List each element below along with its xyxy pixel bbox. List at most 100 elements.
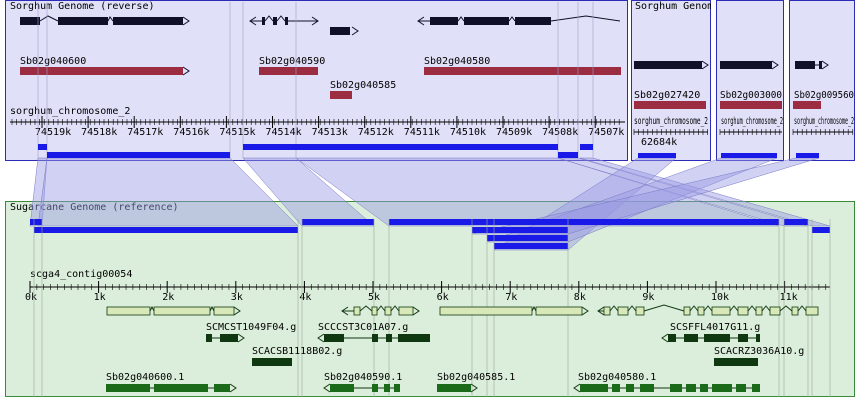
- gene-model-block: [612, 384, 620, 392]
- tick-label: 11k: [780, 292, 798, 303]
- est-block: [668, 334, 676, 342]
- gene-block: [58, 17, 108, 25]
- est-block: [711, 306, 731, 316]
- chromosome-label: sorghum_chromosome_2: [634, 116, 708, 127]
- est-block: [372, 334, 378, 342]
- est-label: SCMCST1049F04.g: [206, 322, 296, 333]
- est-block: [106, 306, 151, 316]
- est-block: [398, 306, 414, 316]
- est-block: [252, 358, 292, 366]
- gene-model-block: [214, 384, 230, 392]
- contig-label: scga4_contig00054: [30, 269, 132, 280]
- tick-label: 74511k: [404, 127, 440, 138]
- tick-label: 7k: [505, 292, 517, 303]
- match-block: [638, 153, 676, 158]
- tick-label: 74517k: [127, 127, 163, 138]
- gene-model-block: [752, 384, 760, 392]
- tick-label: 3k: [231, 292, 243, 303]
- match-block: [812, 227, 830, 233]
- match-block: [302, 219, 374, 225]
- gene-label: Sb02g040590: [259, 56, 325, 67]
- sorghum-small-panels: Sb02g027420 sorghum_chromosome_2 62684k …: [634, 60, 854, 158]
- match-block: [389, 219, 779, 225]
- gene-block: [20, 17, 40, 25]
- gene-model-block: [686, 384, 696, 392]
- gene-model-block: [106, 384, 150, 392]
- gene-model-block: [736, 384, 746, 392]
- sorghum-match-blocks: [38, 144, 593, 158]
- gene-block: [720, 61, 772, 69]
- match-block: [47, 152, 230, 158]
- match-block: [472, 227, 568, 233]
- gene-block: [819, 61, 822, 69]
- sorghum-panel-title: Sorghum Genome (reverse): [10, 1, 155, 12]
- match-block: [487, 235, 568, 241]
- gene-model-block: [394, 384, 400, 392]
- est-block: [153, 306, 211, 316]
- est-block: [635, 306, 645, 316]
- est-block: [535, 306, 583, 316]
- gene-model-label: Sb02g040590.1: [324, 372, 402, 383]
- est-block: [371, 306, 378, 316]
- gene-model-sb02g009560: [793, 101, 821, 109]
- gene-model-sb02g040580: [424, 67, 621, 75]
- gene-label: Sb02g040585: [330, 80, 396, 91]
- gene-block: [262, 17, 265, 25]
- sorghum-panel-2-title: Sorghum Genome: [635, 1, 711, 12]
- est-block: [697, 306, 705, 316]
- gene-model-block: [330, 384, 354, 392]
- est-block: [769, 306, 781, 316]
- gene-block: [285, 17, 288, 25]
- tick-label: 74514k: [266, 127, 302, 138]
- gene-model-sb02g003000: [720, 101, 782, 109]
- gene-label: Sb02g027420: [634, 90, 700, 101]
- tick-label: 4k: [299, 292, 311, 303]
- est-block: [213, 306, 235, 316]
- match-block: [30, 219, 42, 225]
- match-block: [796, 153, 819, 158]
- est-block: [384, 306, 392, 316]
- gene-model-block: [580, 384, 608, 392]
- sorghum-panel-3: [716, 0, 784, 161]
- gene-model-block: [670, 384, 682, 392]
- gene-block: [515, 17, 551, 25]
- est-block: [683, 306, 691, 316]
- gene-model-label: Sb02g040580.1: [578, 372, 656, 383]
- tick-label: 62684k: [641, 137, 677, 148]
- est-tracks: SCMCST1049F04.g SCCCST3C01A07.g SCSFFL40…: [106, 304, 819, 366]
- gene-model-label: Sb02g040600.1: [106, 372, 184, 383]
- sugarcane-panel-title: Sugarcane Genome (reference): [10, 202, 179, 213]
- sugarcane-match-blocks: [30, 219, 830, 249]
- est-label: SCSFFL4017G11.g: [670, 322, 760, 333]
- est-block: [324, 334, 344, 342]
- est-block: [386, 334, 392, 342]
- gene-model-block: [372, 384, 378, 392]
- est-block: [805, 306, 819, 316]
- gene-label: Sb02g040580: [424, 56, 490, 67]
- tick-label: 74518k: [81, 127, 117, 138]
- gene-model-block: [626, 384, 634, 392]
- est-block: [684, 334, 698, 342]
- tick-label: 0k: [25, 292, 37, 303]
- tick-label: 74519k: [35, 127, 71, 138]
- match-block: [784, 219, 808, 225]
- est-block: [439, 306, 533, 316]
- tick-label: 74512k: [358, 127, 394, 138]
- tick-label: 74515k: [219, 127, 255, 138]
- match-block: [34, 227, 298, 233]
- gene-model-sb02g040585: [330, 91, 352, 99]
- gene-block: [273, 17, 277, 25]
- match-block: [38, 144, 47, 150]
- est-block: [791, 306, 799, 316]
- est-block: [755, 306, 763, 316]
- gene-block: [330, 27, 350, 35]
- est-block: [220, 334, 238, 342]
- gene-model-block: [640, 384, 654, 392]
- est-block: [756, 334, 760, 342]
- est-block: [206, 334, 212, 342]
- sorghum-reverse-panel: Sorghum Genome (reverse): [5, 0, 628, 161]
- est-label: SCACSB1118B02.g: [252, 346, 342, 357]
- tick-label: 74508k: [542, 127, 578, 138]
- gene-label: Sb02g009560: [794, 90, 854, 101]
